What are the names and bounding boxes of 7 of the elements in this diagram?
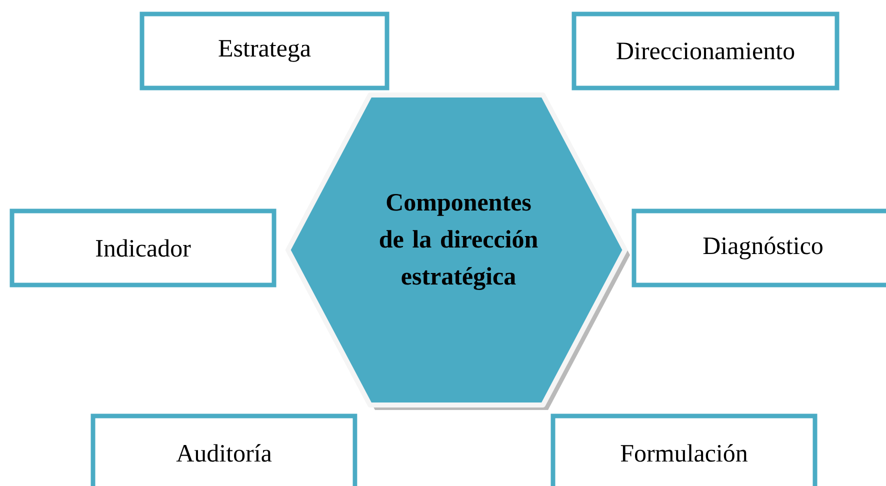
hexagon: Componentes de la dirección estratégica	[286, 92, 630, 410]
text-box: Diagnóstico	[632, 208, 886, 288]
text-box: Estratega	[140, 12, 390, 90]
text-box: Indicador	[10, 208, 276, 288]
text-box: Direccionamiento	[572, 12, 840, 90]
text-box: Auditoría	[90, 414, 358, 486]
text-box: Formulación	[550, 414, 818, 486]
